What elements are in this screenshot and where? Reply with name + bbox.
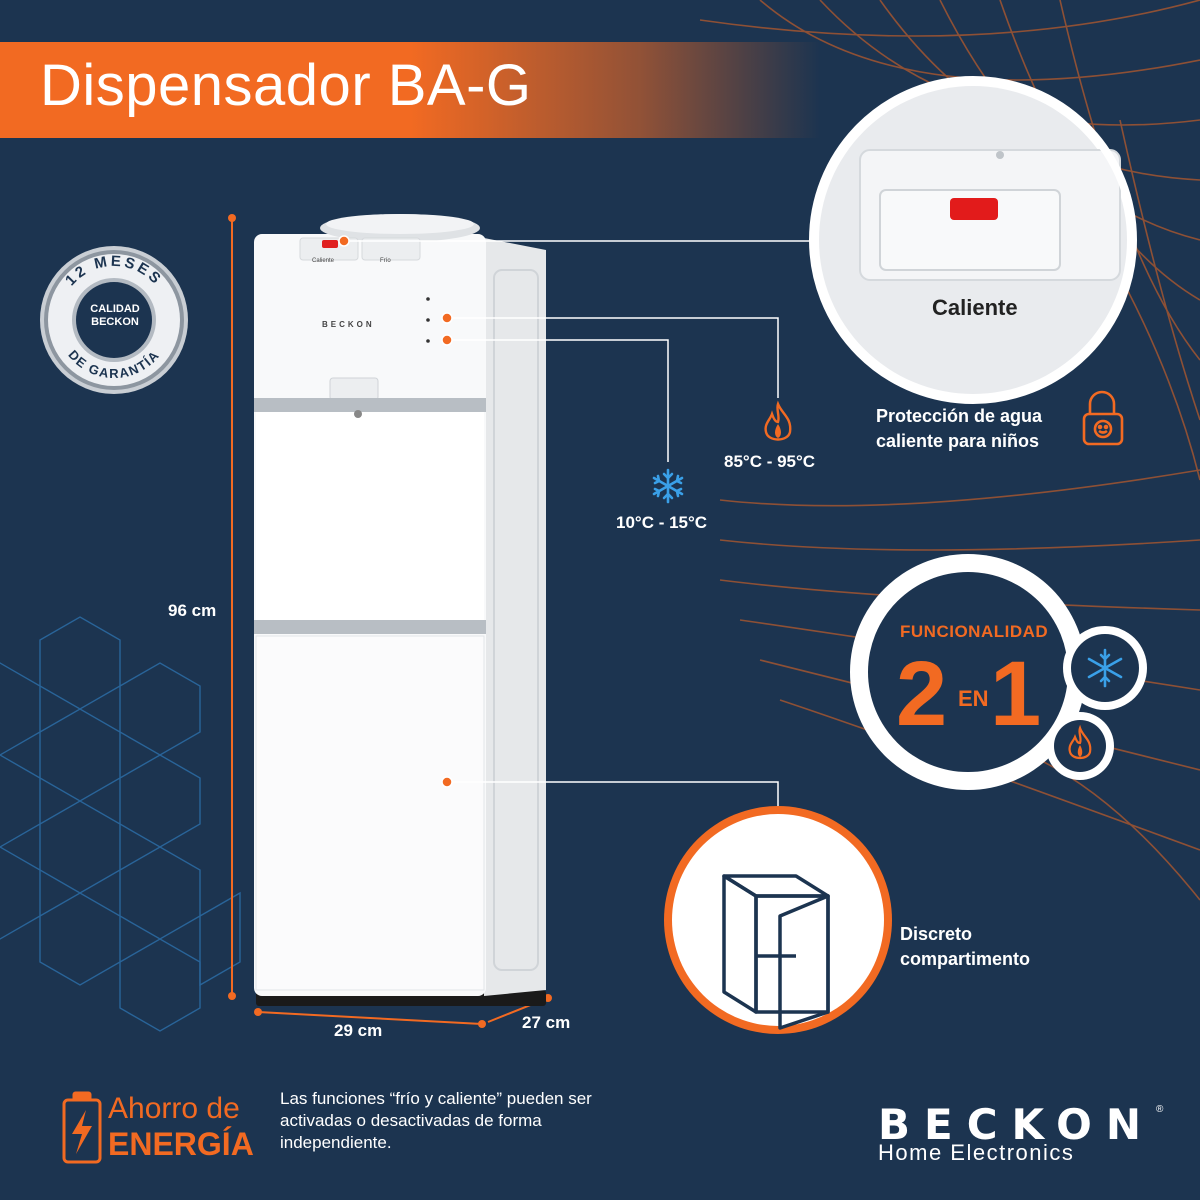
warranty-seal-icon: 12 MESES DE GARANTÍA	[40, 246, 188, 394]
page-title: Dispensador BA-G	[40, 53, 532, 118]
energy-line1: Ahorro de	[108, 1092, 240, 1125]
callout-dot-hot	[441, 312, 453, 324]
flame-icon	[764, 400, 792, 441]
compartment-detail	[664, 806, 892, 1034]
title-banner	[0, 42, 820, 138]
callout-dot-cold	[441, 334, 453, 346]
functionality-snowflake-icon	[1087, 648, 1123, 688]
child-safety-line1: Protección de agua	[876, 406, 1043, 426]
width-label: 29 cm	[334, 1021, 383, 1040]
registered-mark: ®	[1156, 1104, 1164, 1115]
badge-beckon: BECKON	[91, 316, 139, 328]
compartment-feature: Discreto compartimento	[900, 922, 1030, 972]
energy-line2: ENERGÍA	[108, 1126, 254, 1162]
width-dot-left	[254, 1008, 262, 1016]
child-safety-line2: caliente para niños	[876, 431, 1040, 451]
energy-description: Las funciones “frío y caliente” pueden s…	[280, 1089, 592, 1152]
hot-temperature: 85°C - 95°C	[724, 452, 816, 471]
functionality-right-digit: 1	[990, 643, 1042, 745]
functionality-badge	[850, 554, 1147, 790]
child-safety-feature: Protección de agua caliente para niños	[876, 404, 1042, 454]
callout-line-cold	[447, 339, 669, 462]
callout-dot-caliente	[338, 235, 350, 247]
snowflake-icon	[652, 468, 684, 504]
callout-line-hot	[447, 317, 779, 398]
badge-calidad: CALIDAD	[90, 303, 140, 315]
product-frio-label: Frío	[380, 258, 391, 264]
padlock-child-icon	[1082, 390, 1124, 446]
depth-label: 27 cm	[522, 1013, 571, 1032]
water-dispenser	[254, 214, 546, 1006]
brand-tagline: Home Electronics	[878, 1140, 1075, 1165]
cold-temperature: 10°C - 15°C	[616, 513, 708, 532]
zoom-caliente-label: Caliente	[932, 295, 1018, 320]
compartment-line1: Discreto	[900, 924, 973, 944]
functionality-flame-icon	[1068, 724, 1092, 760]
product-caliente-label: Caliente	[312, 258, 335, 264]
hot-safety-button	[322, 240, 338, 248]
functionality-joiner: EN	[958, 686, 989, 711]
height-dot-bottom	[228, 992, 236, 1000]
height-dot-top	[228, 214, 236, 222]
callout-dot-compartment	[441, 776, 453, 788]
product-brand-mark: BECKON	[322, 320, 375, 329]
height-label: 96 cm	[168, 601, 217, 620]
width-dot-right	[478, 1020, 486, 1028]
functionality-title: FUNCIONALIDAD	[900, 622, 1049, 641]
zoom-detail	[809, 76, 1137, 404]
brand-logo: BECKON	[878, 1100, 1156, 1149]
functionality-left-digit: 2	[896, 643, 948, 745]
width-dimension-line	[257, 1011, 483, 1025]
compartment-line2: compartimento	[900, 949, 1031, 969]
badge-center-text: CALIDAD BECKON	[70, 303, 160, 329]
cabinet-icon	[722, 874, 830, 1030]
battery-bolt-icon	[62, 1091, 102, 1164]
